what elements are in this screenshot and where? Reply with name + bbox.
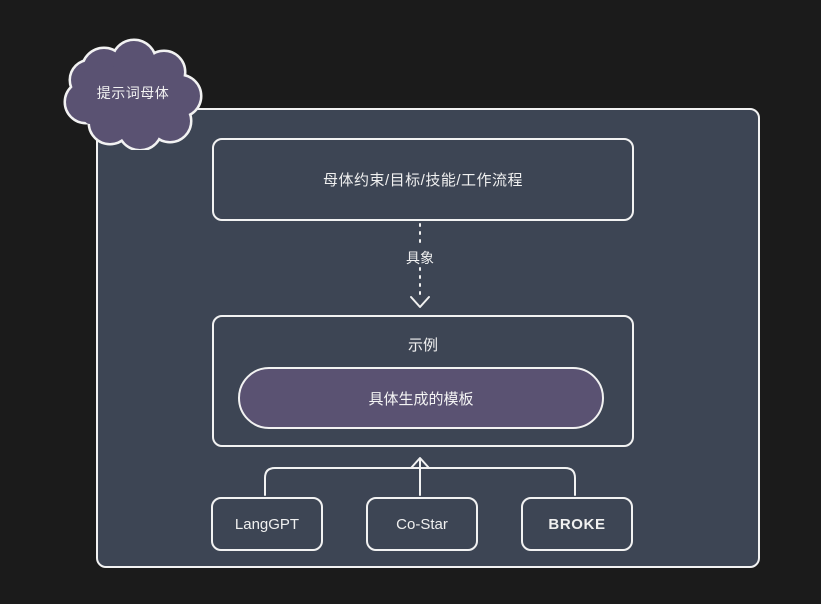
cloud-shape[interactable]: 提示词母体 bbox=[60, 36, 206, 152]
framework-box-costar-label: Co-Star bbox=[396, 515, 448, 533]
constraints-box-label: 母体约束/目标/技能/工作流程 bbox=[322, 172, 523, 189]
cloud-label-wrap: 提示词母体 bbox=[60, 36, 206, 150]
example-box[interactable]: 示例 具体生成的模板 bbox=[212, 315, 634, 447]
constraints-box[interactable]: 母体约束/目标/技能/工作流程 bbox=[212, 138, 634, 221]
template-pill[interactable]: 具体生成的模板 bbox=[238, 367, 604, 429]
cloud-icon bbox=[63, 38, 203, 152]
framework-box-broke[interactable]: BROKE bbox=[521, 497, 633, 551]
example-box-title: 示例 bbox=[407, 337, 438, 354]
framework-box-costar[interactable]: Co-Star bbox=[366, 497, 478, 551]
framework-box-langgpt[interactable]: LangGPT bbox=[211, 497, 323, 551]
connector-label: 具象 bbox=[406, 250, 434, 266]
matrix-panel: 母体约束/目标/技能/工作流程 示例 具体生成的模板 LangGPT Co-St… bbox=[96, 108, 760, 568]
template-pill-label: 具体生成的模板 bbox=[368, 390, 474, 408]
framework-box-langgpt-label: LangGPT bbox=[234, 515, 300, 533]
framework-box-broke-label: BROKE bbox=[548, 515, 606, 533]
cloud-label: 提示词母体 bbox=[96, 85, 170, 101]
